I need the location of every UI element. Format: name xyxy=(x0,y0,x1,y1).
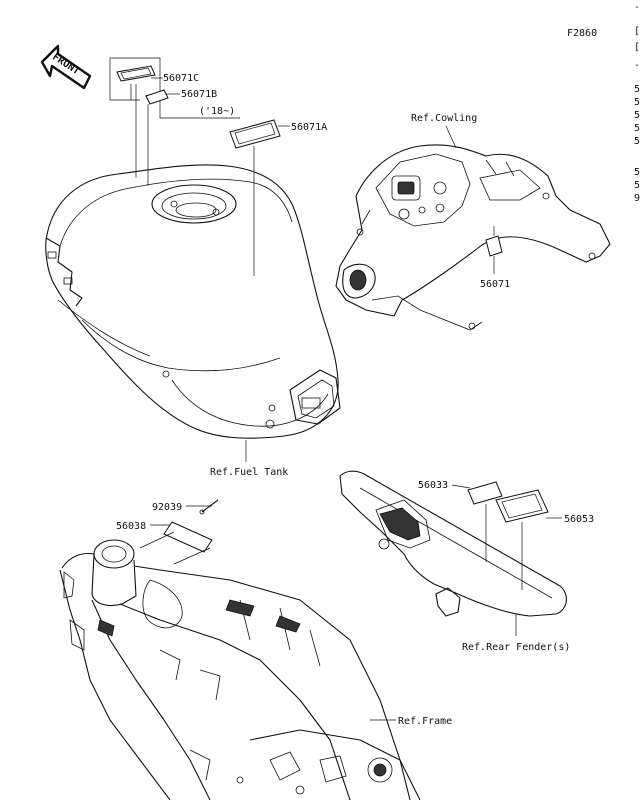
label-56071: 56071 xyxy=(480,279,510,290)
sticker-56071B xyxy=(145,89,169,105)
ref-fuel-tank: Ref.Fuel Tank xyxy=(210,467,288,478)
sticker-56071A xyxy=(229,119,281,149)
figure-code: F2860 xyxy=(567,28,597,39)
ref-rear-fender: Ref.Rear Fender(s) xyxy=(462,642,570,653)
edge-mark: 5 xyxy=(634,136,640,147)
label-56033: 56033 xyxy=(418,480,448,491)
label-56071C: 56071C xyxy=(163,73,199,84)
edge-mark: [ xyxy=(634,26,640,37)
edge-mark: 5 xyxy=(634,123,640,134)
edge-mark: 9 xyxy=(634,193,640,204)
edge-mark: 5 xyxy=(634,110,640,121)
ref-cowling: Ref.Cowling xyxy=(411,113,477,124)
ref-frame: Ref.Frame xyxy=(398,716,452,727)
edge-mark: [ xyxy=(634,42,640,53)
edge-marks: - [ [ - 5 5 5 5 5 5 5 9 xyxy=(634,2,640,204)
label-56071B-note: ('18~) xyxy=(199,106,235,117)
edge-mark: - xyxy=(634,60,640,71)
label-56071A: 56071A xyxy=(291,122,327,133)
frame-drawing xyxy=(59,499,421,800)
edge-mark: 5 xyxy=(634,180,640,191)
edge-mark: 5 xyxy=(634,167,640,178)
sticker-56071C xyxy=(116,65,156,82)
edge-mark: 5 xyxy=(634,84,640,95)
edge-mark: - xyxy=(634,2,640,13)
cowling-drawing xyxy=(335,125,611,331)
label-92039: 92039 xyxy=(152,502,182,513)
sticker-56053 xyxy=(495,489,562,590)
front-arrow-icon: FRONT xyxy=(40,44,92,90)
sticker-56033 xyxy=(451,481,503,562)
fuel-tank-drawing xyxy=(45,57,341,462)
label-56071B: 56071B xyxy=(181,89,217,100)
label-56053: 56053 xyxy=(564,514,594,525)
sticker-56071 xyxy=(485,226,503,274)
rear-fender-drawing xyxy=(339,470,567,636)
edge-mark: 5 xyxy=(634,97,640,108)
label-56038: 56038 xyxy=(116,521,146,532)
